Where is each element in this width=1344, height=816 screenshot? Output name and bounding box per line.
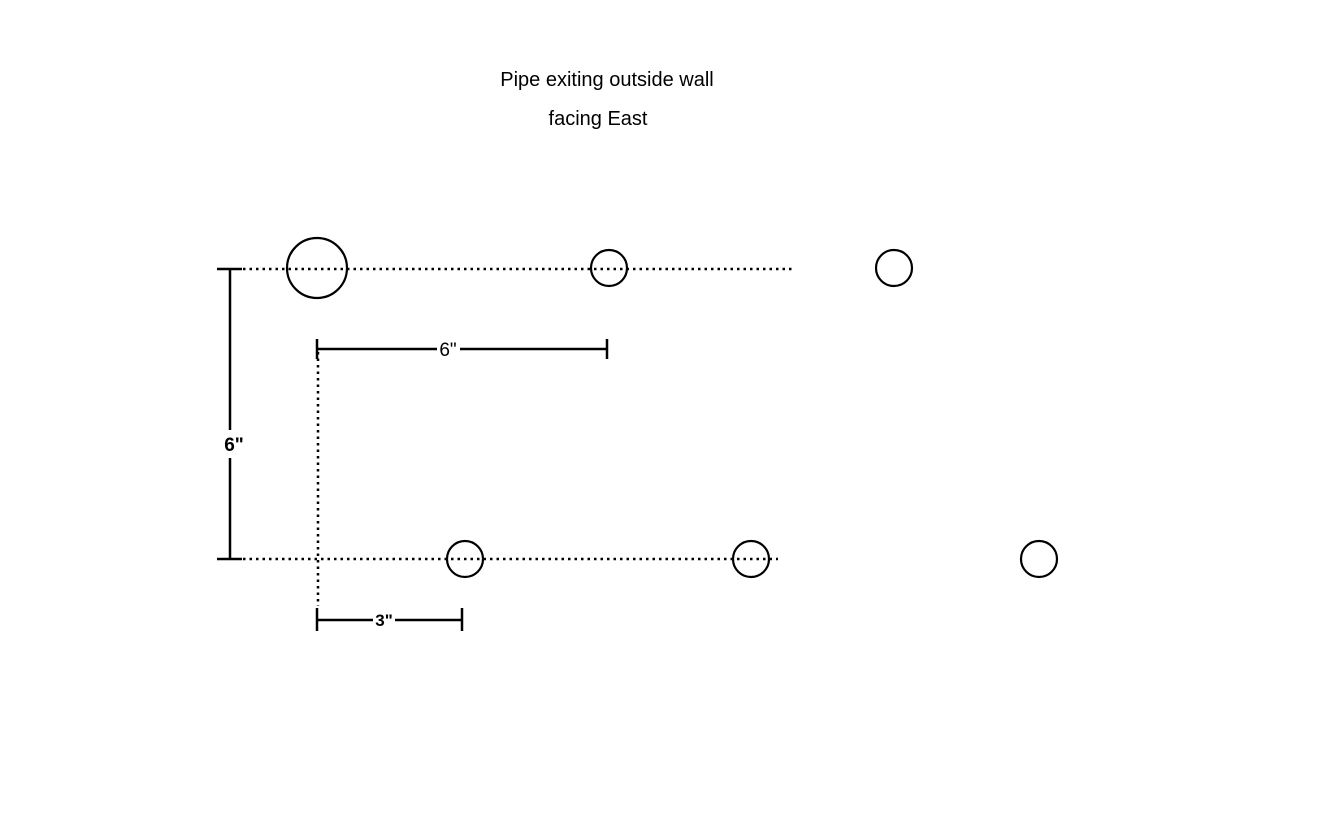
pipe-bottom-3 — [1019, 539, 1059, 579]
pipe-top-2 — [589, 248, 629, 288]
title-line-2: facing East — [549, 108, 648, 130]
title-line-1: Pipe exiting outside wall — [500, 69, 713, 91]
large-pipe — [285, 236, 349, 300]
pipe-bottom-1 — [445, 539, 485, 579]
row-offset-dimension: 3" — [315, 608, 464, 631]
horizontal-dimension-label: 6" — [439, 340, 456, 361]
horizontal-dimension: 6" — [315, 339, 609, 361]
pipe-top-3 — [874, 248, 914, 288]
vertical-dimension: 6" — [217, 267, 244, 561]
vertical-dimension-label: 6" — [224, 435, 244, 456]
row-offset-label: 3" — [375, 611, 393, 630]
pipe-bottom-2 — [731, 539, 771, 579]
